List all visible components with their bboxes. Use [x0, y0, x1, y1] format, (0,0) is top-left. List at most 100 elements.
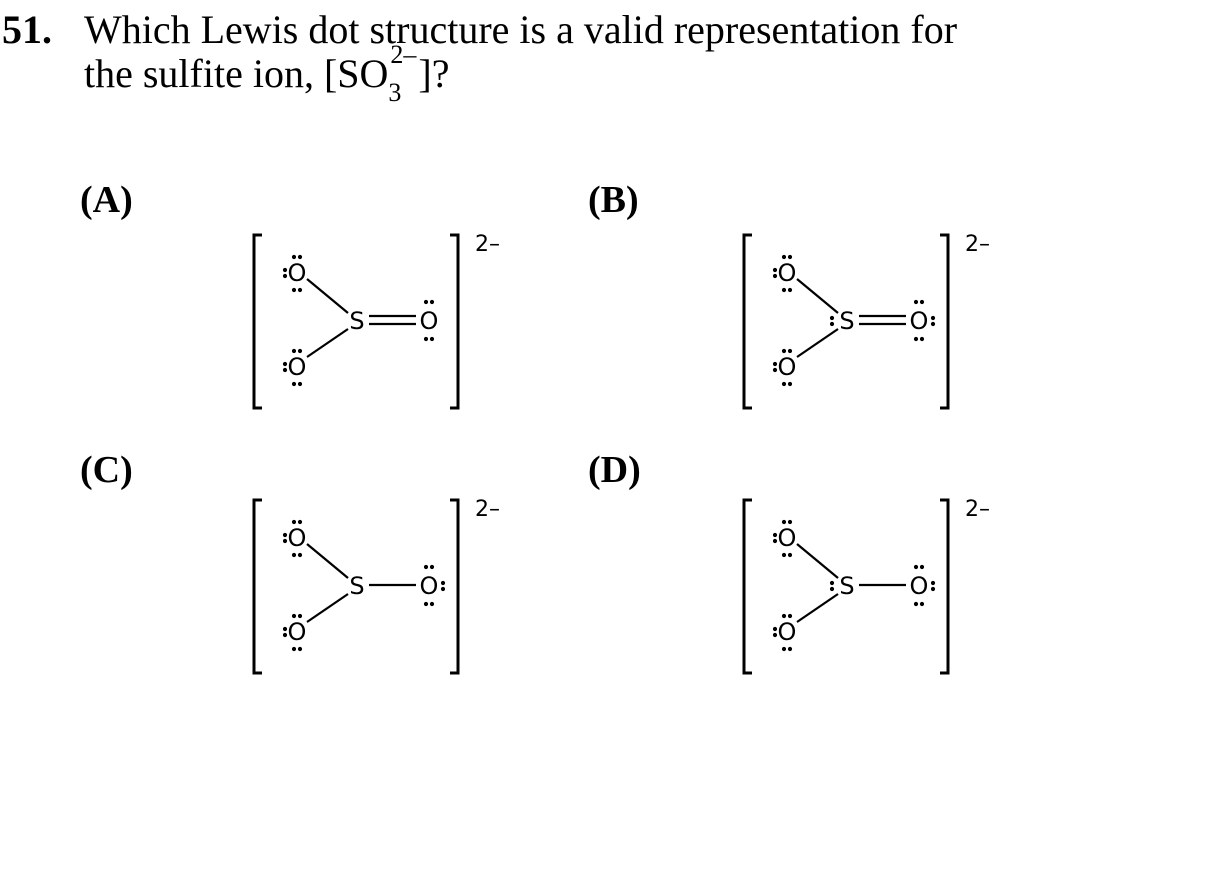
lone-pair-dot [297, 381, 303, 387]
lone-pair-dot [291, 519, 297, 525]
lone-pair-dot [913, 564, 919, 570]
lone-pair-dot [291, 552, 297, 558]
ion-subscript: 3 [388, 78, 402, 107]
lone-pair-dot [291, 381, 297, 387]
lone-pair-dot [919, 601, 925, 607]
lone-pair-dot [297, 552, 303, 558]
lone-pair-dot [781, 613, 787, 619]
sulfur-atom: S [839, 307, 854, 335]
sulfur-atom: S [839, 572, 854, 600]
lone-pair-dot [440, 586, 446, 592]
lone-pair-dot [772, 532, 778, 538]
lone-pair-dot [291, 287, 297, 293]
single-bond [306, 593, 349, 623]
lone-pair-dot [282, 267, 288, 273]
oxygen-atom-right: O [910, 307, 929, 335]
lone-pair-dot [787, 287, 793, 293]
choice-label-b[interactable]: (B) [588, 179, 639, 221]
lone-pair-dot [829, 315, 835, 321]
lone-pair-dot [423, 564, 429, 570]
lone-pair-dot [772, 626, 778, 632]
lone-pair-dot [282, 538, 288, 544]
lone-pair-dot [297, 613, 303, 619]
lone-pair-dot [282, 632, 288, 638]
lewis-structure-d[interactable]: 2– O O S O [735, 490, 1035, 690]
lone-pair-dot [429, 336, 435, 342]
left-bracket [742, 233, 752, 410]
choice-label-d[interactable]: (D) [588, 449, 641, 491]
lone-pair-dot [282, 626, 288, 632]
oxygen-atom-top: O [778, 259, 797, 287]
lone-pair-dot [423, 336, 429, 342]
lone-pair-dot [423, 299, 429, 305]
oxygen-atom-right: O [910, 572, 929, 600]
lone-pair-dot [930, 586, 936, 592]
right-bracket [450, 233, 460, 410]
lone-pair-dot [291, 348, 297, 354]
lone-pair-dot [772, 632, 778, 638]
right-bracket [450, 498, 460, 675]
oxygen-atom-right: O [420, 307, 439, 335]
ion-charge: 2– [475, 497, 500, 522]
lone-pair-dot [282, 532, 288, 538]
lewis-structure-svg: 2– O O S O [742, 497, 990, 675]
choice-label-c[interactable]: (C) [80, 449, 133, 491]
ion-superscript: 2– [390, 40, 417, 69]
lone-pair-dot [297, 646, 303, 652]
oxygen-atom-top: O [288, 259, 307, 287]
lone-pair-dot [772, 367, 778, 373]
lone-pair-dot [781, 287, 787, 293]
lone-pair-dot [297, 287, 303, 293]
lone-pair-dot [781, 381, 787, 387]
lone-pair-dot [429, 601, 435, 607]
lone-pair-dot [781, 254, 787, 260]
single-bond [796, 328, 839, 358]
oxygen-atom-bottom: O [778, 618, 797, 646]
lone-pair-dot [930, 315, 936, 321]
lone-pair-dot [282, 361, 288, 367]
left-bracket [252, 233, 262, 410]
oxygen-atom-bottom: O [288, 353, 307, 381]
lone-pair-dot [787, 552, 793, 558]
oxygen-atom-top: O [778, 524, 797, 552]
sulfur-atom: S [349, 572, 364, 600]
lone-pair-dot [772, 273, 778, 279]
lone-pair-dot [781, 348, 787, 354]
lone-pair-dot [440, 580, 446, 586]
lone-pair-dot [282, 273, 288, 279]
question-line-2-prefix: the sulfite ion, [SO [84, 51, 389, 96]
oxygen-atom-bottom: O [288, 618, 307, 646]
single-bond [796, 543, 839, 579]
lone-pair-dot [787, 348, 793, 354]
lone-pair-dot [930, 580, 936, 586]
lone-pair-dot [423, 601, 429, 607]
lone-pair-dot [781, 519, 787, 525]
lone-pair-dot [787, 381, 793, 387]
right-bracket [940, 498, 950, 675]
oxygen-atom-bottom: O [778, 353, 797, 381]
oxygen-atom-top: O [288, 524, 307, 552]
left-bracket [252, 498, 262, 675]
choice-label-a[interactable]: (A) [80, 179, 133, 221]
lone-pair-dot [772, 361, 778, 367]
lone-pair-dot [429, 299, 435, 305]
lone-pair-dot [787, 519, 793, 525]
lone-pair-dot [829, 580, 835, 586]
question-line-2-suffix: ]? [418, 51, 450, 96]
question-line-1: Which Lewis dot structure is a valid rep… [84, 7, 958, 52]
lone-pair-dot [829, 321, 835, 327]
lone-pair-dot [919, 336, 925, 342]
single-bond [796, 278, 839, 314]
ion-charge: 2– [965, 497, 990, 522]
question-number: 51. [2, 7, 52, 52]
lone-pair-dot [913, 299, 919, 305]
lone-pair-dot [781, 552, 787, 558]
lone-pair-dot [429, 564, 435, 570]
lone-pair-dot [781, 646, 787, 652]
ion-charge: 2– [475, 232, 500, 257]
